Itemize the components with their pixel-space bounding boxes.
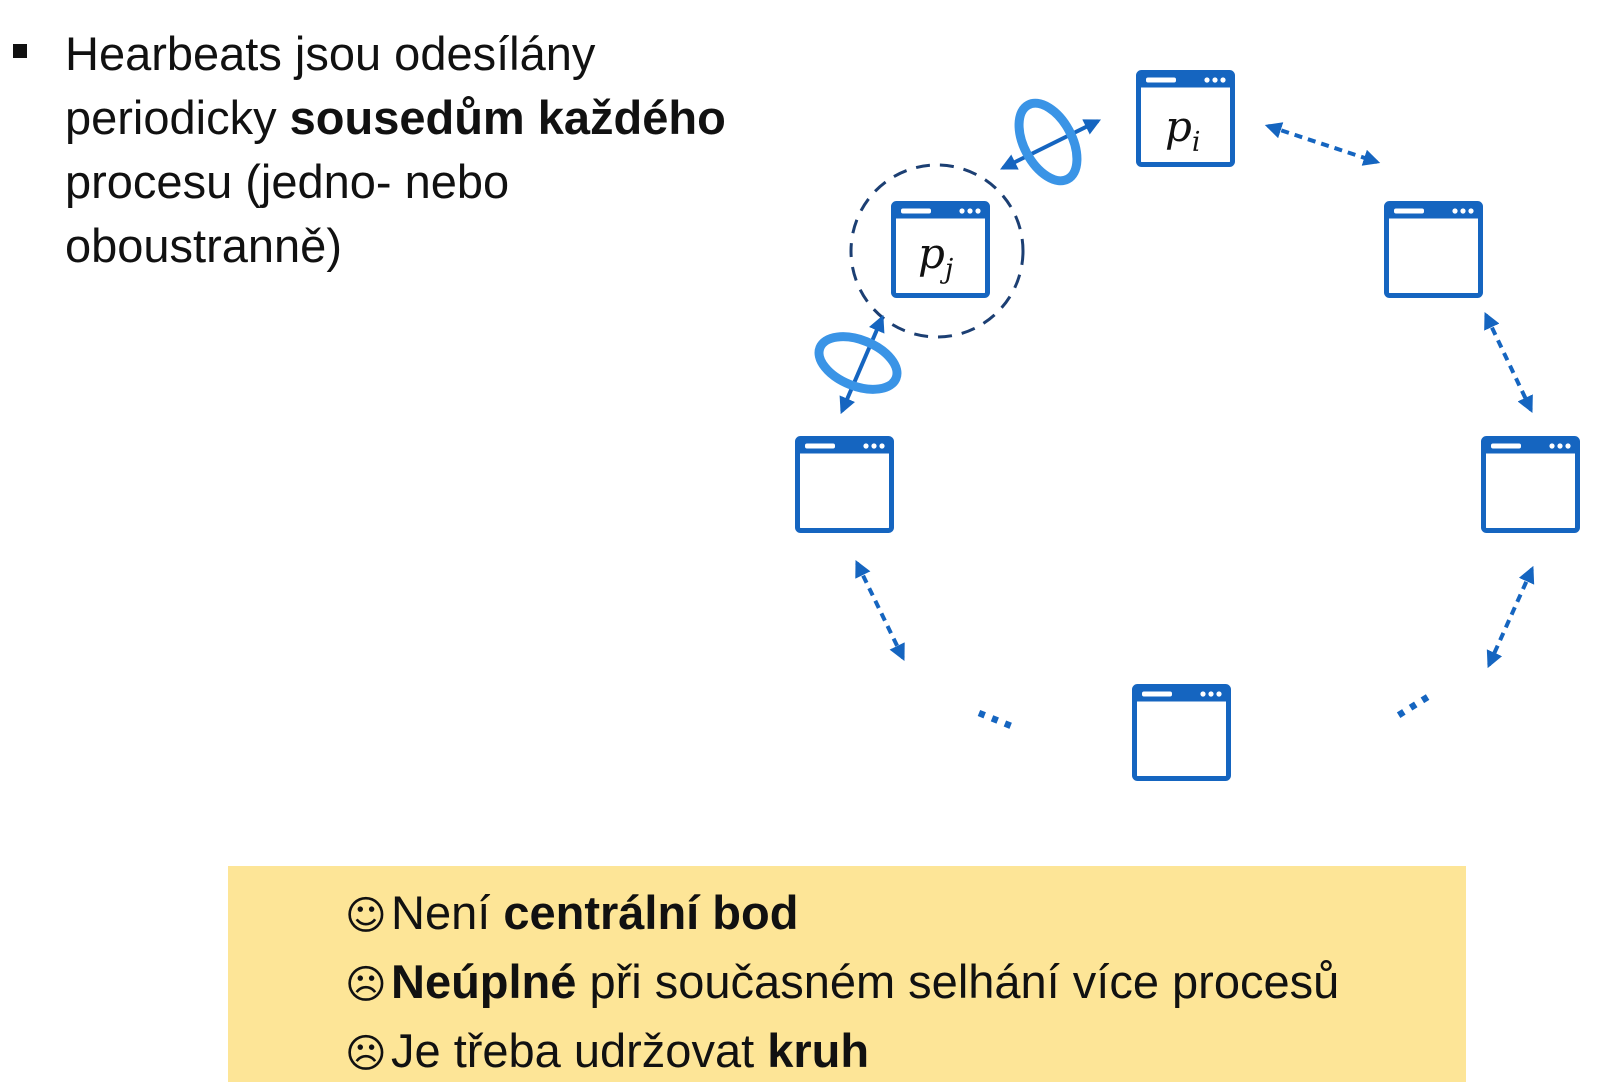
bullet-line-2: periodicky sousedům každého (65, 86, 755, 150)
ellipsis-left: … (970, 678, 1029, 740)
summary-line-1-bold: centrální bod (503, 886, 799, 939)
heartbeat-ring-left (814, 332, 902, 394)
process-window-bottom (1135, 687, 1229, 779)
process-label-pj: pj (918, 229, 953, 285)
smiley-icon: ☺ (345, 893, 387, 939)
frown-icon: ☹ (345, 1031, 387, 1077)
bullet-line-2-normal: periodicky (65, 91, 290, 144)
summary-line-3: ☹Je třeba udržovat kruh (345, 1018, 1339, 1087)
bullet-line-3: procesu (jedno- nebo (65, 155, 510, 208)
summary-line-2-post: při současném selhání více procesů (576, 955, 1340, 1008)
highlight-circle (849, 163, 1025, 339)
bullet-marker (13, 44, 27, 58)
arrow-pi-right-upper (1264, 122, 1381, 166)
ellipsis-right: … (1376, 664, 1439, 729)
summary-box: ☺Není centrální bod ☹Neúplné při současn… (228, 866, 1466, 1082)
bullet-line-1: Hearbeats jsou odesílány (65, 27, 596, 80)
process-window-right-upper (1387, 204, 1481, 296)
heartbeat-ring-top (1014, 98, 1082, 186)
frown-icon: ☹ (345, 962, 387, 1008)
bullet-line-4: oboustranně) (65, 219, 342, 272)
summary-line-3-pre: Je třeba udržovat (391, 1024, 768, 1077)
arrow-left-pj (839, 314, 885, 415)
bullet-text: Hearbeats jsou odesílány periodicky sous… (65, 22, 755, 278)
process-window-left (798, 439, 892, 531)
arrow-right-upper-right-lower (1484, 311, 1533, 414)
summary-line-1: ☺Není centrální bod (345, 880, 1339, 949)
process-label-pi: pi (1165, 102, 1201, 158)
arrow-right-lower-ellipsis (1486, 565, 1535, 669)
summary-lines: ☺Není centrální bod ☹Neúplné při současn… (345, 880, 1339, 1087)
summary-line-2-bold: Neúplné (391, 955, 577, 1008)
process-window-right-lower (1484, 439, 1578, 531)
summary-line-1-pre: Není (391, 886, 504, 939)
bullet-line-2-bold: sousedům každého (289, 91, 726, 144)
summary-line-2: ☹Neúplné při současném selhání více proc… (345, 949, 1339, 1018)
arrow-left-ellipsis (855, 559, 905, 662)
arrow-pj-pi (999, 119, 1102, 170)
summary-line-3-bold: kruh (767, 1024, 870, 1077)
